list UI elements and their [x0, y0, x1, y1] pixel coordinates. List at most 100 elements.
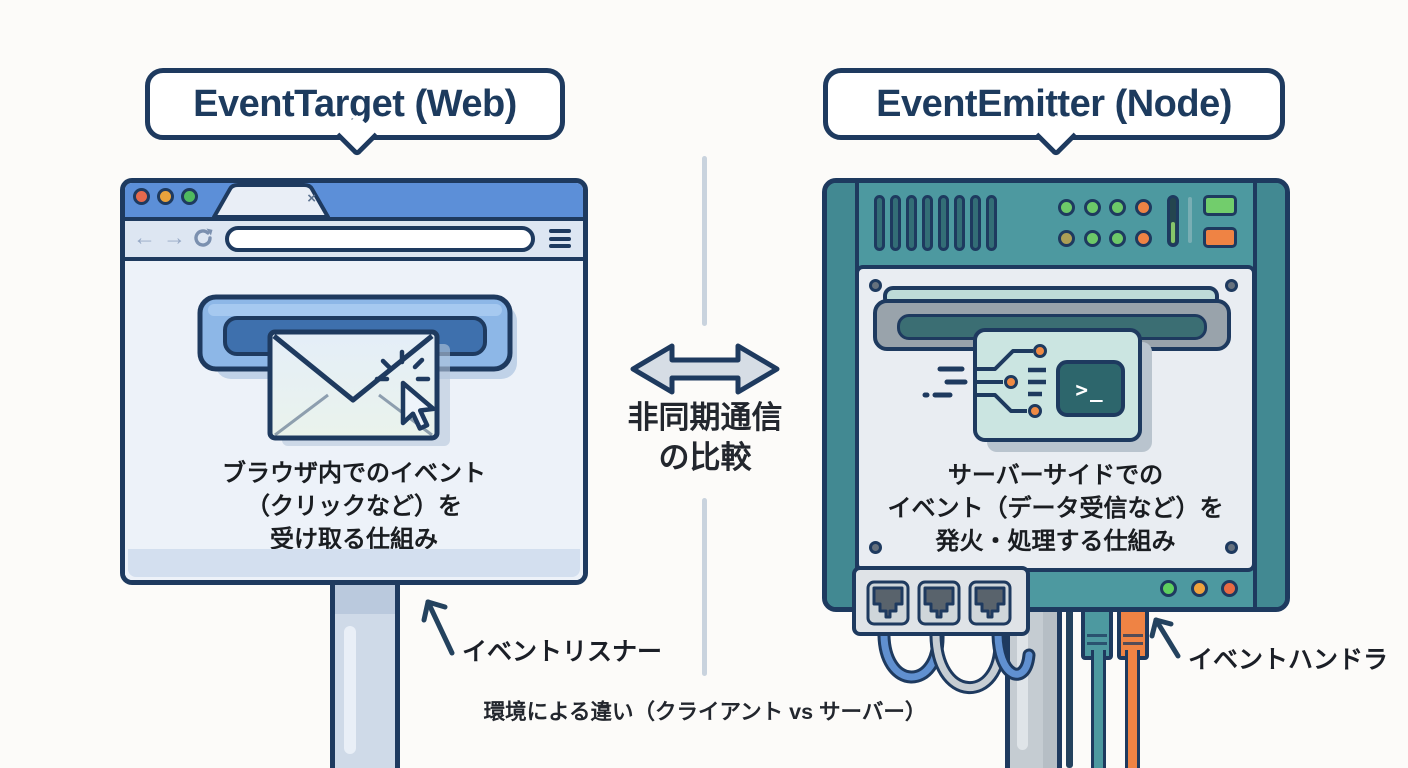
tab-shape [212, 183, 330, 219]
pole-highlight [344, 626, 356, 754]
level-fill [1171, 222, 1175, 243]
comparison-line1: 非同期通信 [627, 400, 783, 435]
terminal-icon [1056, 360, 1125, 417]
server-rail-right [1253, 183, 1285, 607]
status-led-amber [1191, 580, 1208, 597]
screw-icon [869, 279, 882, 292]
ethernet-module [852, 566, 1030, 636]
vent-slot [938, 195, 949, 251]
desc-line: サーバーサイドでの [947, 462, 1164, 489]
window-dot-yellow [157, 188, 174, 205]
mail-slot-click-illustration [197, 294, 517, 446]
browser-window: × ← → [120, 178, 588, 585]
window-footer-band [128, 549, 580, 577]
browser-content: ブラウザ内でのイベント （クリックなど）を 受け取る仕組み [125, 261, 583, 580]
vent-slot [890, 195, 901, 251]
envelope-icon [267, 329, 440, 441]
event-handler-label: イベントハンドラ [1188, 646, 1389, 674]
event-listener-arrow [421, 599, 455, 656]
ethernet-port-icon [968, 580, 1012, 626]
browser-toolbar: ← → [125, 221, 583, 261]
slot-highlight [208, 304, 502, 316]
power-cable [1066, 606, 1073, 768]
ethernet-port-icon [866, 580, 910, 626]
bottom-caption: 環境による違い（クライアント vs サーバー） [483, 700, 927, 724]
event-card-illustration: >_ [922, 328, 1152, 452]
server-box: >_ サーバーサイドでの イベント（データ受信など）を 発火・処理する仕組み [822, 178, 1290, 612]
connector-ridges [1123, 634, 1143, 648]
terminal-prompt: >_ [1075, 378, 1104, 402]
indicator-line [1188, 197, 1192, 243]
desc-line: 発火・処理する仕組み [935, 528, 1176, 555]
back-icon: ← [133, 224, 156, 250]
forward-icon: → [163, 224, 186, 250]
cursor-icon [400, 380, 436, 431]
level-indicator [1167, 195, 1179, 247]
led-green [1058, 199, 1075, 216]
circuit-node [1028, 404, 1042, 418]
screw-icon [869, 541, 882, 554]
status-led-red [1221, 580, 1238, 597]
left-title-bubble: EventTarget (Web) [145, 68, 565, 158]
url-bar [225, 226, 535, 252]
server-rail-left [827, 183, 859, 607]
led-orange [1135, 230, 1152, 247]
browser-tab: × [210, 183, 332, 219]
right-description: サーバーサイドでの イベント（データ受信など）を 発火・処理する仕組み [859, 459, 1252, 558]
vent-slot [906, 195, 917, 251]
menu-icon [549, 229, 571, 252]
status-led-green [1160, 580, 1177, 597]
vent-slot [986, 195, 997, 251]
right-title-bubble: EventEmitter (Node) [823, 68, 1285, 158]
circuit-node [1004, 375, 1018, 389]
led-olive [1058, 230, 1075, 247]
server-button-green [1203, 195, 1237, 216]
refresh-icon [194, 228, 213, 247]
server-stand-pole [1005, 600, 1062, 768]
desc-line: イベント（データ受信など）を [887, 495, 1224, 522]
desc-line: （クリックなど）を [246, 493, 462, 520]
event-handler-arrow [1149, 617, 1181, 659]
tab-close-icon: × [307, 190, 316, 207]
left-description: ブラウザ内でのイベント （クリックなど）を 受け取る仕組み [125, 457, 583, 556]
center-divider-top [702, 156, 707, 326]
cable-loops-illustration [877, 623, 1036, 694]
pole-highlight [1017, 610, 1028, 750]
desc-line: ブラウザ内でのイベント [222, 460, 486, 487]
server-vents [874, 195, 997, 251]
double-arrow-icon [630, 343, 780, 395]
led-green [1084, 199, 1101, 216]
screw-icon [1225, 541, 1238, 554]
click-rays [374, 349, 431, 382]
pole-cap [335, 580, 395, 614]
screw-icon [1225, 279, 1238, 292]
led-orange [1135, 199, 1152, 216]
browser-stand-pole [330, 580, 400, 768]
teal-cable [1091, 650, 1106, 768]
browser-titlebar: × [125, 183, 583, 221]
desc-line: 受け取る仕組み [270, 526, 438, 553]
server-panel: >_ サーバーサイドでの イベント（データ受信など）を 発火・処理する仕組み [855, 265, 1256, 572]
window-dot-red [133, 188, 150, 205]
ethernet-port-icon [917, 580, 961, 626]
led-green [1109, 199, 1126, 216]
vent-slot [922, 195, 933, 251]
comparison-title: 非同期通信 の比較 [600, 398, 810, 478]
led-green [1109, 230, 1126, 247]
vent-slot [954, 195, 965, 251]
event-listener-label: イベントリスナー [462, 638, 663, 666]
orange-cable [1125, 650, 1140, 768]
server-button-orange [1203, 227, 1237, 248]
pole-shade [1043, 600, 1057, 768]
vent-slot [874, 195, 885, 251]
circuit-node [1033, 344, 1047, 358]
center-divider-bottom [702, 498, 707, 676]
window-dot-green [181, 188, 198, 205]
vent-slot [970, 195, 981, 251]
connector-ridges [1087, 634, 1107, 648]
envelope-flap [272, 334, 434, 403]
speed-dashes [922, 366, 968, 398]
comparison-line2: の比較 [658, 440, 752, 475]
led-green [1084, 230, 1101, 247]
